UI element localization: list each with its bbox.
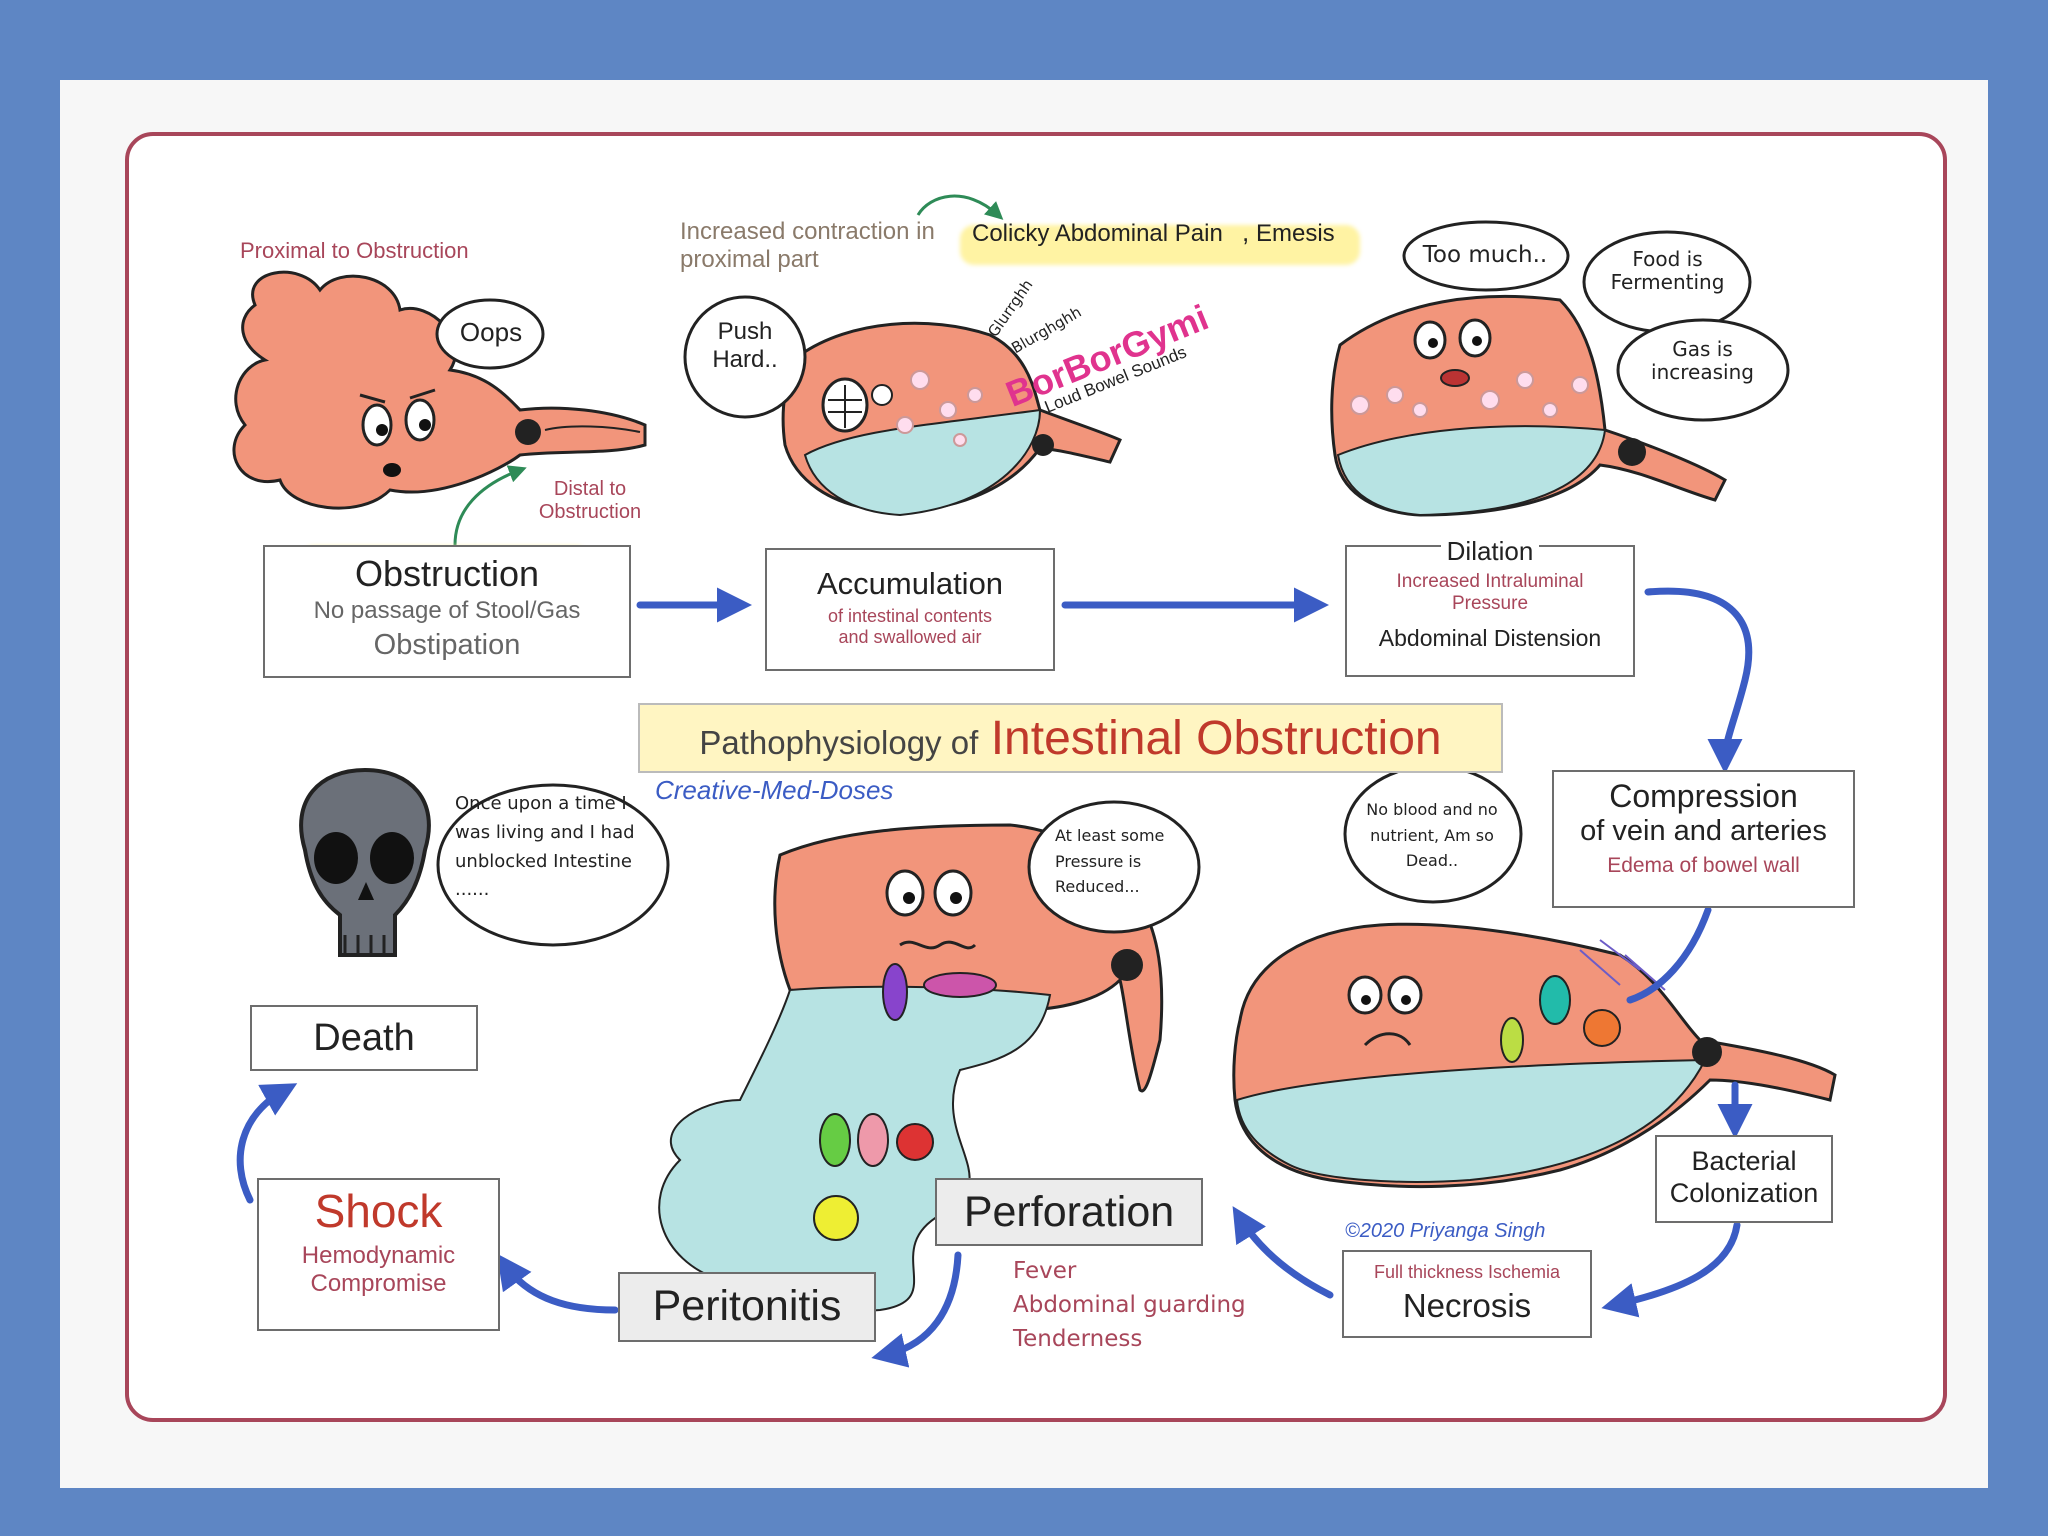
creative-med-doses: Creative-Med-Doses [655, 775, 894, 805]
speech-bubbles [435, 220, 1790, 947]
death-box: Death [250, 1005, 478, 1071]
comma-separator: , [1242, 217, 1250, 247]
accumulation-title: Accumulation [816, 566, 1004, 601]
shock-line1: Hemodynamic [301, 1242, 456, 1269]
speech-pressure-reduced: At least some Pressure is Reduced... [1055, 826, 1165, 897]
perforation-label: Perforation [963, 1188, 1175, 1236]
main-title-banner: Pathophysiology of Intestinal Obstructio… [638, 703, 1503, 773]
copyright-label: ©2020 Priyanga Singh [1345, 1220, 1546, 1242]
sign-fever: Fever [1013, 1258, 1077, 1284]
bowel-necrosis-illustration [1232, 922, 1837, 1189]
distal-label: Distal to Obstruction [538, 478, 642, 523]
increased-contraction-label: Increased contraction in proximal part [680, 218, 935, 273]
highlight-colicky [960, 225, 1360, 265]
necrosis-box: Full thickness Ischemia Necrosis [1342, 1250, 1592, 1338]
compression-line1: of vein and arteries [1580, 815, 1827, 847]
peritonitis-box: Peritonitis [618, 1272, 876, 1342]
necrosis-title: Necrosis [1402, 1287, 1532, 1324]
compression-line2: Edema of bowel wall [1607, 854, 1800, 877]
accumulation-box: Accumulation of intestinal contents and … [765, 548, 1055, 671]
dilation-line3: Abdominal Distension [1378, 625, 1602, 651]
peritonitis-label: Peritonitis [652, 1282, 842, 1330]
dilation-line1: Increased Intraluminal [1396, 571, 1584, 592]
accumulation-line1: of intestinal contents [827, 606, 993, 626]
speech-too-much: Too much.. [1422, 242, 1548, 268]
bowel-accumulation-illustration [781, 321, 1122, 517]
main-title-prefix: Pathophysiology of [699, 724, 979, 761]
dilation-box: Dilation Increased Intraluminal Pressure… [1345, 536, 1635, 677]
necrosis-sub: Full thickness Ischemia [1373, 1262, 1561, 1282]
speech-no-blood: No blood and no nutrient, Am so Dead.. [1366, 800, 1498, 871]
obstruction-line1: No passage of Stool/Gas [313, 597, 581, 624]
compression-box: Compression of vein and arteries Edema o… [1552, 770, 1855, 908]
main-title-emphasis: Intestinal Obstruction [990, 712, 1442, 765]
accumulation-line2: and swallowed air [838, 627, 982, 647]
dilation-line2: Pressure [1451, 593, 1529, 614]
flow-arrows [236, 587, 1753, 1368]
death-label: Death [313, 1017, 415, 1059]
shock-line2: Compromise [310, 1270, 447, 1297]
bacterial-colonization-box: Bacterial Colonization [1655, 1135, 1833, 1223]
sign-tenderness: Tenderness [1013, 1326, 1143, 1352]
speech-oops: Oops [459, 317, 523, 347]
dilation-title: Dilation [1440, 536, 1540, 567]
compression-title: Compression [1609, 778, 1798, 814]
speech-push-hard: Push Hard.. [712, 318, 778, 373]
bacterial-colonization-label: Bacterial Colonization [1669, 1146, 1819, 1209]
proximal-label: Proximal to Obstruction [240, 238, 469, 263]
colicky-pain-label: Colicky Abdominal Pain [972, 220, 1223, 247]
speech-death: Once upon a time I was living and I had … [455, 793, 635, 901]
shock-title: Shock [314, 1185, 443, 1237]
perforation-box: Perforation [935, 1178, 1203, 1246]
obstruction-box: Obstruction No passage of Stool/Gas Obst… [263, 545, 631, 678]
shock-box: Shock Hemodynamic Compromise [257, 1178, 500, 1331]
bowel-dilation-illustration [1330, 294, 1727, 517]
skull-illustration [299, 767, 431, 957]
sign-abdominal-guarding: Abdominal guarding [1013, 1292, 1246, 1318]
obstruction-title: Obstruction [354, 553, 540, 594]
speech-gas-increasing: Gas is increasing [1651, 337, 1754, 384]
obstruction-line2: Obstipation [373, 629, 521, 661]
emesis-label: Emesis [1256, 220, 1335, 247]
bowel-obstruction-illustration [232, 270, 647, 510]
speech-food-fermenting: Food is Fermenting [1610, 247, 1725, 294]
